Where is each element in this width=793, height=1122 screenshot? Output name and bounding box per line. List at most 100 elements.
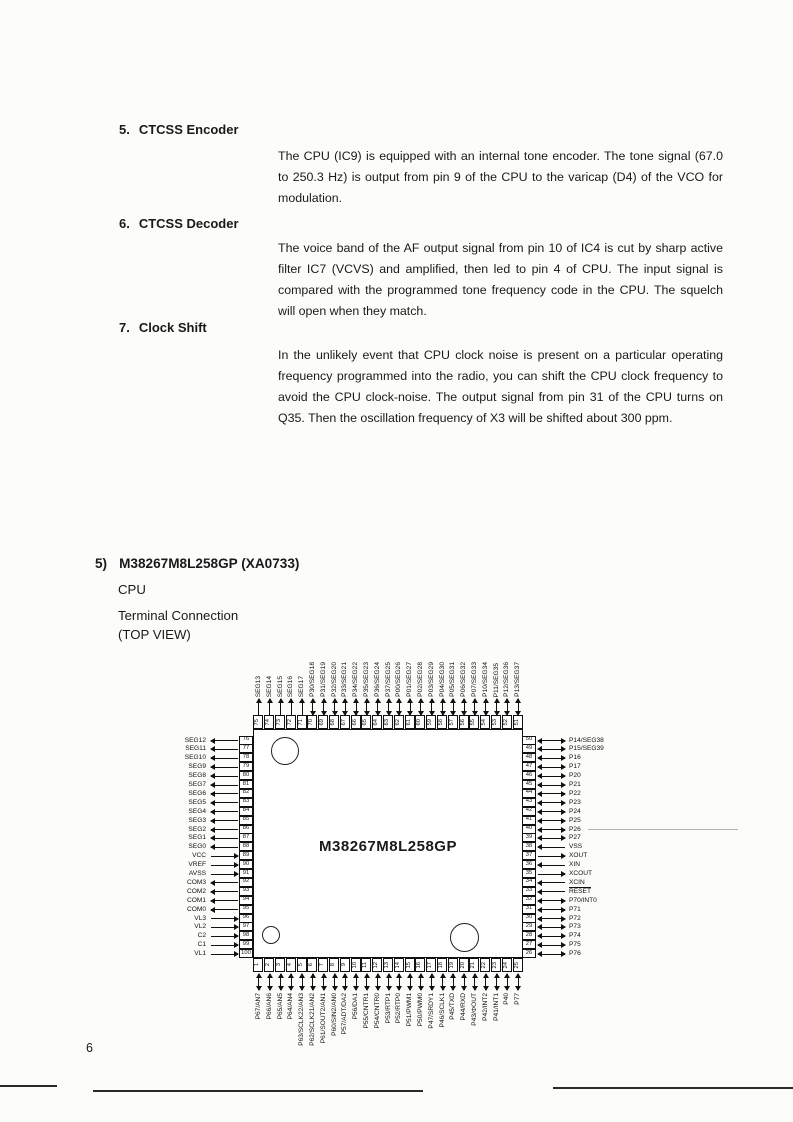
pin-number: 38 [522, 842, 536, 852]
pin-arrow [210, 737, 238, 744]
pin-number-text: 4 [286, 963, 293, 967]
pin-label: P64/AN4 [287, 993, 295, 1020]
pin-number: 29 [522, 922, 536, 932]
pin-number: 53 [491, 715, 501, 729]
pin-label: SEG3 [188, 816, 206, 824]
part-subtitle-top-view: (TOP VIEW) [118, 627, 191, 642]
pin-number: 67 [339, 715, 350, 729]
section-number: 6. [119, 216, 130, 231]
part-title: M38267M8L258GP (XA0733) [119, 556, 300, 571]
pin-label: P01/SEG27 [406, 662, 414, 697]
pin-arrow [210, 755, 238, 762]
pin-label: SEG9 [188, 763, 206, 771]
pin-label: P30/SEG18 [308, 662, 316, 697]
pin-label: P51/PWM1 [406, 993, 414, 1027]
page-number: 6 [86, 1041, 93, 1055]
pin-number: 22 [480, 958, 491, 972]
pin-arrow [266, 698, 273, 715]
pin-number-text: 22 [481, 961, 488, 969]
pin-number-text: 3 [276, 963, 283, 967]
pin-number: 18 [437, 958, 447, 972]
pin-arrow [537, 915, 566, 922]
pin-arrow [210, 746, 238, 753]
section-title: CTCSS Decoder [138, 216, 239, 231]
pin-arrow [211, 933, 239, 940]
pin-number: 4 [285, 958, 296, 972]
pin-arrow [538, 871, 566, 877]
pin-arrow [210, 826, 238, 833]
pin-number: 25 [512, 958, 523, 972]
pin-number-text: 23 [492, 961, 499, 969]
pin-arrow [461, 698, 468, 716]
pin-arrow [493, 698, 500, 716]
pin-arrow [210, 844, 238, 851]
pin-label: SEG12 [184, 736, 206, 744]
pin-arrow [537, 764, 566, 771]
pin-arrow [537, 844, 565, 851]
pin1-indicator-circle [271, 737, 299, 765]
pin-number: 89 [239, 851, 253, 861]
pin-label: P20 [569, 772, 581, 780]
pin-number-text: 21 [470, 961, 477, 969]
section-body-clock-shift: In the unlikely event that CPU clock noi… [278, 348, 723, 425]
part-subtitle-terminal-connection: Terminal Connection [118, 608, 239, 623]
pin-label: P35/SEG23 [362, 662, 370, 697]
pin-number: 94 [239, 895, 253, 905]
pin-number-text: 74 [265, 718, 272, 726]
pin-arrow [471, 973, 478, 991]
pin-number-text: 20 [459, 961, 466, 969]
pin-label: SEG8 [188, 772, 206, 780]
pin-arrow [266, 973, 273, 991]
pin-arrow [417, 698, 424, 716]
pin-number-text: 72 [286, 718, 293, 726]
pin-label: AVSS [188, 870, 206, 877]
pin-label: P46/SCLK1 [438, 993, 446, 1028]
pin-number: 34 [522, 877, 536, 887]
pin-arrow [537, 835, 566, 842]
section-heading-clock-shift: 7.Clock Shift [119, 320, 207, 335]
pin-number-text: 16 [416, 961, 423, 969]
pin-number-text: 12 [373, 961, 380, 969]
pin-number: 8 [329, 958, 339, 972]
pin-label: RESET [569, 887, 591, 895]
pin-arrow [537, 924, 566, 931]
pin-number: 30 [522, 913, 536, 923]
pin-arrow [210, 817, 238, 824]
pin-arrow [538, 853, 566, 860]
pin-number-text: 54 [481, 718, 488, 726]
pin-label: P54/CNTR0 [373, 993, 381, 1029]
pin-number: 66 [350, 715, 361, 729]
pin-arrow [450, 698, 457, 716]
pin-number: 85 [239, 815, 253, 825]
pin-arrow [255, 698, 262, 715]
pin-label: P65/AN5 [276, 993, 284, 1020]
pin-arrow [210, 835, 238, 842]
pin-label: P32/SEG20 [330, 662, 338, 697]
pin-label: SEG10 [184, 754, 206, 762]
pin-number: 44 [522, 788, 536, 798]
pin-number: 56 [458, 715, 469, 729]
pin-arrow [363, 698, 370, 716]
pin-label: SEG7 [188, 781, 206, 788]
pin-label: P14/SEG38 [569, 736, 604, 744]
pin-number-text: 7 [319, 963, 326, 967]
pin-label: XOUT [569, 852, 588, 860]
pin-label: P27 [569, 834, 581, 842]
pin-number: 37 [522, 851, 536, 861]
pin-number: 1 [253, 958, 264, 972]
pin-label: SEG2 [188, 825, 206, 833]
pin-number-text: 59 [427, 718, 434, 726]
pin-label: VCC [192, 852, 206, 860]
pin-label: P45/TXD [449, 993, 457, 1020]
pin-arrow [255, 973, 262, 991]
pin-arrow [299, 973, 306, 991]
pin-arrow [417, 973, 424, 991]
pin-arrow [342, 698, 349, 716]
pin-number: 23 [491, 958, 501, 972]
pin-number-text: 71 [297, 718, 304, 726]
pin-arrow [461, 973, 468, 991]
pin-number-text: 58 [438, 718, 445, 726]
section-heading-ctcss-decoder: 6. CTCSS Decoder [119, 216, 239, 231]
pin-number: 61 [404, 715, 415, 729]
pin-number: 17 [426, 958, 437, 972]
